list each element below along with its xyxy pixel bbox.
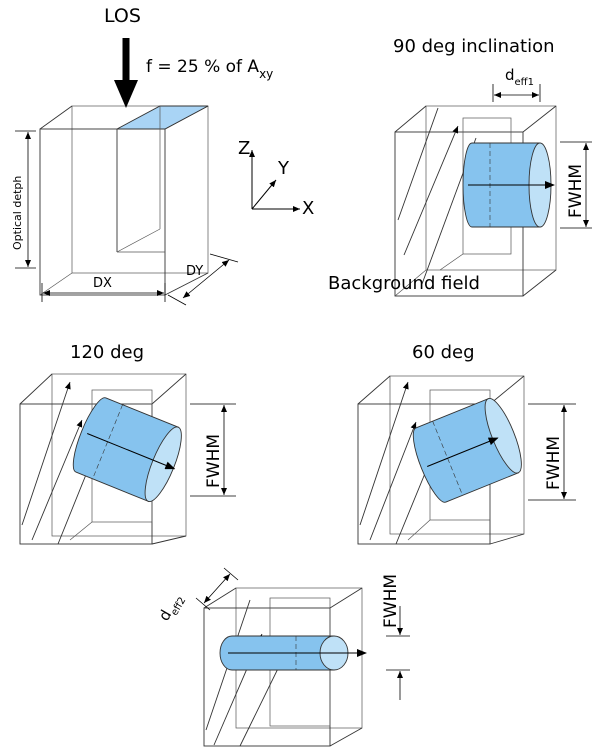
flux-tube-0	[219, 635, 367, 671]
z-axis-label: Z	[238, 138, 250, 159]
coordinate-axes: Z Y X	[238, 138, 314, 219]
inclination-90-title: 90 deg inclination	[393, 36, 555, 57]
flux-tube-90	[462, 142, 555, 228]
fwhm-120-label: FWHM	[204, 434, 224, 488]
fraction-label: f = 25 % of Axy	[146, 57, 273, 81]
inclination-0-diagram: deff2 FWHM	[155, 567, 410, 747]
los-arrow-head	[114, 80, 138, 108]
los-label: LOS	[104, 5, 141, 27]
fwhm-60-label: FWHM	[544, 436, 564, 490]
x-axis-label: X	[302, 198, 314, 219]
inclination-60-diagram: 60 deg FWHM	[357, 342, 576, 545]
deff2-label: deff2	[155, 590, 189, 626]
column-top-patch	[116, 105, 209, 130]
column-of-interest	[116, 105, 209, 253]
los-box-diagram: LOS f = 25 % of Axy Optical detph DX DY	[11, 5, 273, 306]
fwhm-90-label: FWHM	[566, 164, 586, 218]
y-axis-label: Y	[277, 158, 290, 179]
flux-tube-60	[412, 397, 522, 503]
inclination-60-title: 60 deg	[412, 342, 475, 363]
inclination-120-title: 120 deg	[70, 342, 144, 363]
inclination-90-diagram: 90 deg inclination deff1 FWHM	[328, 36, 592, 297]
optical-depth-label: Optical detph	[11, 176, 24, 250]
deff1-label: deff1	[505, 66, 534, 88]
background-field-label: Background field	[328, 273, 480, 294]
inclination-120-diagram: 120 deg FWHM	[19, 342, 236, 545]
fwhm-0-label: FWHM	[381, 574, 401, 628]
dx-label: DX	[93, 276, 112, 291]
dy-label: DY	[186, 264, 203, 279]
y-axis	[251, 179, 277, 210]
flux-tube-120	[72, 397, 182, 503]
